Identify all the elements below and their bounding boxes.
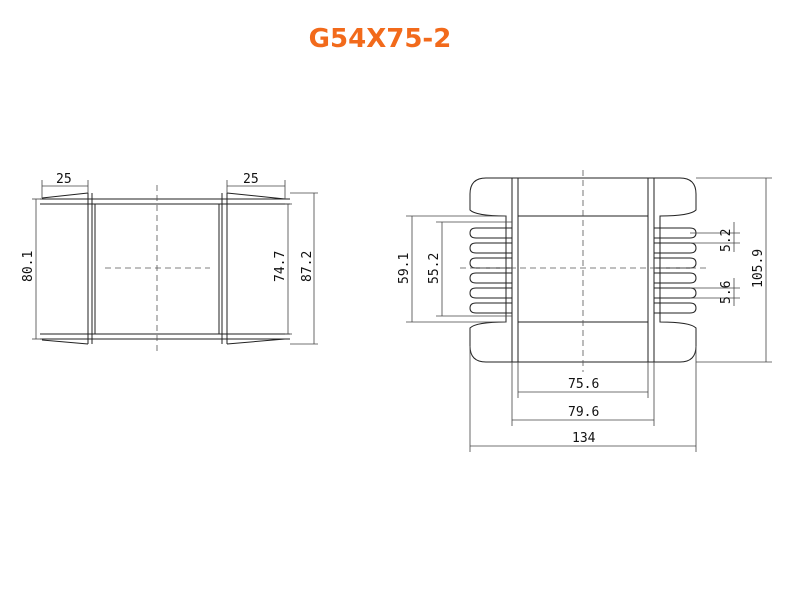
dim-core-inner: 75.6: [568, 377, 599, 392]
dim-window-outer: 59.1: [397, 253, 412, 284]
side-view: 25 25 80.1 74.7 87.2: [21, 172, 318, 352]
dim-fin-pitch-bottom: 5.6: [719, 281, 734, 304]
dim-window-inner: 55.2: [427, 253, 442, 284]
dim-outer-height: 80.1: [21, 251, 36, 282]
dim-inner-height: 74.7: [273, 251, 288, 282]
dim-right-width: 25: [243, 172, 259, 187]
drawing-title: G54X75-2: [308, 24, 452, 54]
dim-core-outer: 79.6: [568, 405, 599, 420]
dim-total-height: 87.2: [300, 251, 315, 282]
dim-overall-height: 105.9: [751, 249, 766, 288]
dim-fin-pitch-top: 5.2: [719, 229, 734, 252]
front-view: 59.1 55.2 5.2 5.6 105.9 75.6 79.6 134: [397, 170, 772, 452]
dim-left-width: 25: [56, 172, 72, 187]
dim-overall-width: 134: [572, 431, 596, 446]
